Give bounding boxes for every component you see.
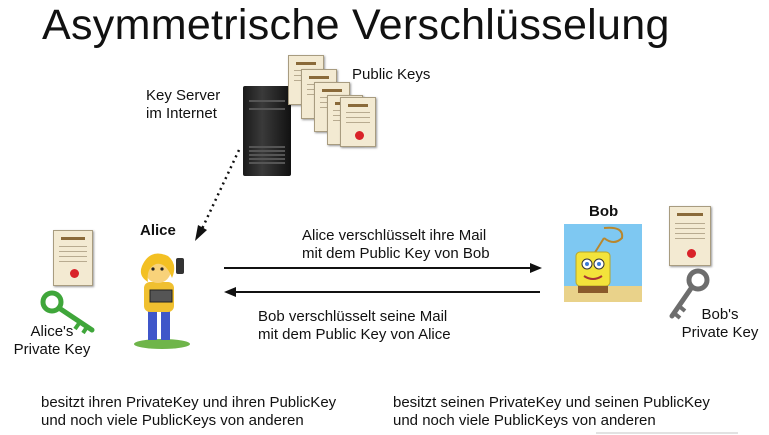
page-title: Asymmetrische Verschlüsselung xyxy=(42,1,670,49)
bob-private-key-label: Bob's Private Key xyxy=(681,306,759,341)
bob-figure-icon xyxy=(564,224,642,302)
arrow-to-bob-label: Alice verschlüsselt ihre Mail mit dem Pu… xyxy=(302,227,490,262)
footer-divider xyxy=(596,432,738,434)
alice-private-key-label: Alice's Private Key xyxy=(13,323,91,358)
alice-name: Alice xyxy=(140,222,176,239)
alice-certificate-icon xyxy=(53,230,93,286)
bob-name: Bob xyxy=(589,203,619,220)
arrow-to-alice-label: Bob verschlüsselt seine Mail mit dem Pub… xyxy=(258,308,451,343)
arrows-between-alice-and-bob xyxy=(224,263,542,297)
key-server-icon xyxy=(243,86,291,176)
alice-figure-icon xyxy=(134,253,190,349)
dotted-arrow-server-to-alice xyxy=(195,149,241,241)
alice-private-key-icon xyxy=(40,290,95,335)
public-keys-label: Public Keys xyxy=(352,66,431,83)
bob-private-key-icon xyxy=(669,268,710,320)
alice-description: besitzt ihren PrivateKey und ihren Publi… xyxy=(41,394,337,429)
bob-certificate-icon xyxy=(669,206,711,266)
key-server-label: Key Server im Internet xyxy=(146,87,221,122)
bob-description: besitzt seinen PrivateKey und seinen Pub… xyxy=(393,394,710,429)
